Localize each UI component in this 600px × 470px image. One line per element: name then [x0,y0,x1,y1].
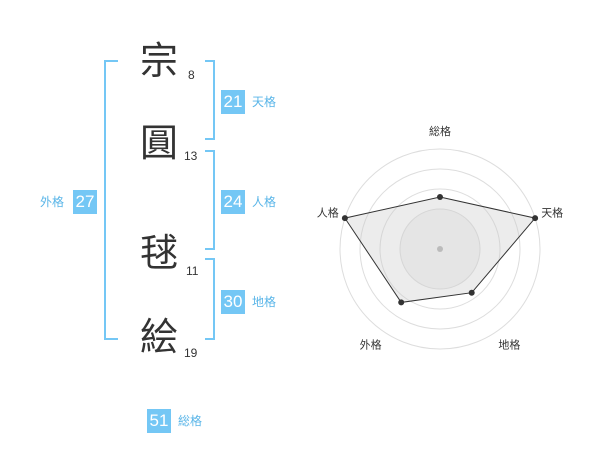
name-char-1: 宗 [140,39,179,83]
radar-point-2 [468,289,475,296]
gaikaku-bracket [104,60,118,340]
radar-axis-label-0: 総格 [429,124,451,138]
radar-ring-4 [359,168,521,330]
radar-point-3 [398,299,405,306]
radar-center-dot [437,246,443,252]
gaikaku-label: 外格 [40,195,65,209]
jinkaku-bracket [205,150,215,250]
stroke-count-4: 19 [184,346,198,360]
stroke-count-2: 13 [184,149,198,163]
radar-ring-3 [379,188,501,310]
chikaku-label: 地格 [252,295,277,309]
tenkaku-label: 天格 [252,95,277,109]
chikaku-bracket [205,258,215,340]
name-char-4: 絵 [140,315,179,359]
name-char-3: 毬 [140,231,179,275]
tenkaku-bracket [205,60,215,140]
radar-point-4 [341,215,348,222]
radar-axis-label-1: 天格 [541,206,563,220]
radar-point-1 [532,215,539,222]
soukaku-value: 51 [147,409,171,433]
radar-axis-label-4: 人格 [317,206,339,220]
radar-ring-5 [339,148,541,350]
jinkaku-label: 人格 [252,195,277,209]
name-char-2: 圓 [140,121,179,165]
soukaku-label: 総格 [178,414,203,428]
radar-axis-label-2: 地格 [498,338,520,352]
jinkaku-value: 24 [221,190,245,214]
gaikaku-value: 27 [73,190,97,214]
chikaku-value: 30 [221,290,245,314]
radar-point-0 [437,194,443,200]
stroke-count-3: 11 [186,264,199,278]
radar-axis-label-3: 外格 [360,338,382,352]
tenkaku-value: 21 [221,90,245,114]
radar-points [341,194,539,306]
stroke-count-1: 8 [188,68,195,82]
